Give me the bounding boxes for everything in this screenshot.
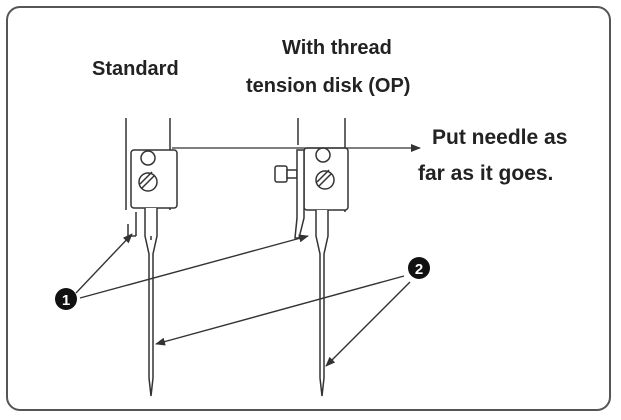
thread-tension-disk — [294, 149, 305, 239]
callout-2-number: 2 — [415, 261, 423, 278]
label-instruction-line2: far as it goes. — [418, 162, 554, 185]
callout-2-leaders — [155, 275, 411, 367]
callout-1-leaders — [75, 233, 309, 299]
label-instruction-line1: Put needle as — [432, 126, 568, 149]
standard-needle — [144, 208, 158, 397]
label-standard: Standard — [92, 58, 179, 80]
label-with-disk-line2: tension disk (OP) — [246, 75, 411, 97]
op-needle — [315, 210, 329, 397]
callout-1-number: 1 — [62, 292, 70, 309]
tension-disk-knob — [274, 165, 288, 183]
callout-1-badge: 1 — [55, 288, 77, 310]
op-needle-clamp — [274, 147, 349, 239]
label-with-disk-line1: With thread — [282, 37, 392, 59]
callout-2-badge: 2 — [408, 257, 430, 279]
